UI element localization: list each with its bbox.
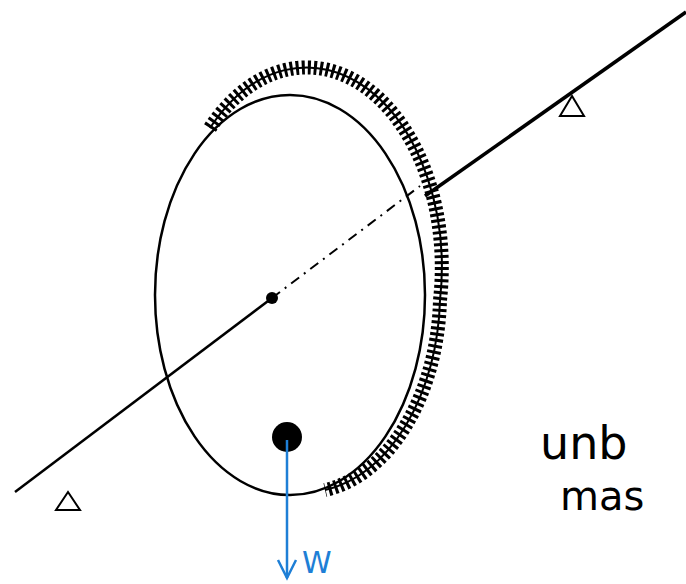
- weight-arrow: [286, 440, 289, 578]
- note-text: unb: [540, 420, 628, 466]
- note-text: mas: [560, 476, 644, 516]
- bearing-symbol: [560, 96, 584, 116]
- weight-arrowhead: [278, 560, 296, 578]
- disk-face: [155, 95, 425, 495]
- shaft: [425, 12, 686, 196]
- bearing-symbol: [56, 492, 80, 510]
- hub-dot: [266, 292, 278, 304]
- force-label: W: [302, 548, 332, 578]
